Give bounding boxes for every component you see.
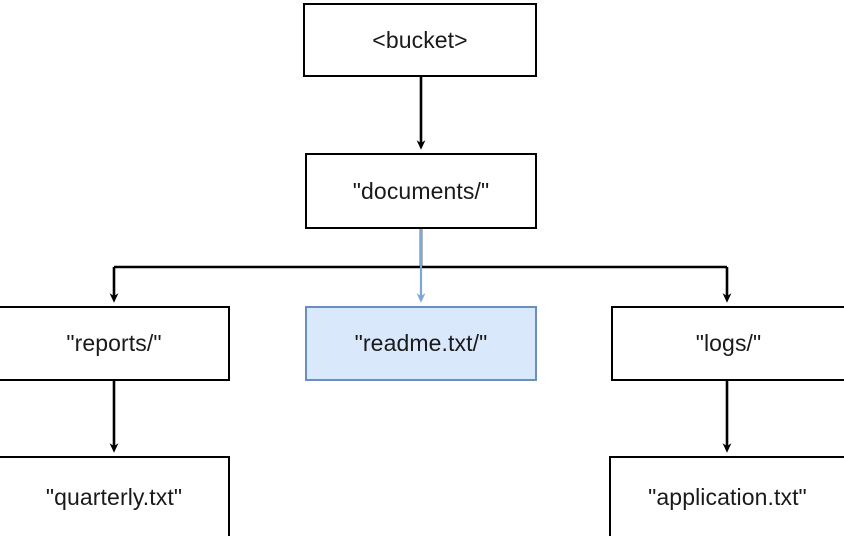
node-application[interactable]: "application.txt" <box>609 456 844 536</box>
node-bucket[interactable]: <bucket> <box>303 3 537 77</box>
node-application-label: "application.txt" <box>648 483 807 510</box>
node-documents[interactable]: "documents/" <box>305 153 537 229</box>
node-documents-label: "documents/" <box>352 177 490 204</box>
node-logs-label: "logs/" <box>695 330 762 356</box>
node-quarterly-label: "quarterly.txt" <box>45 483 183 510</box>
node-readme[interactable]: "readme.txt/" <box>305 306 537 381</box>
node-readme-label: "readme.txt/" <box>354 330 488 356</box>
node-reports-label: "reports/" <box>66 330 162 356</box>
node-reports[interactable]: "reports/" <box>0 306 230 381</box>
node-quarterly[interactable]: "quarterly.txt" <box>0 456 230 536</box>
node-bucket-label: <bucket> <box>372 26 468 53</box>
node-logs[interactable]: "logs/" <box>611 306 844 381</box>
